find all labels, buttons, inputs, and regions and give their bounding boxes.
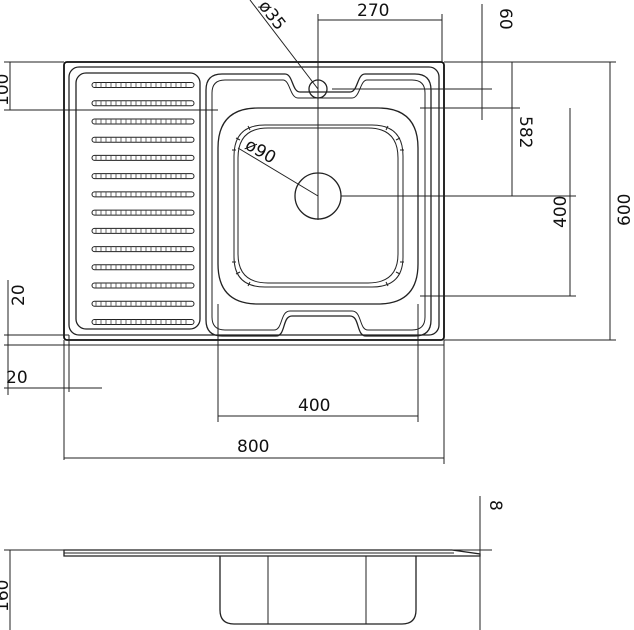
bowl-inner-rim [211,79,426,331]
side-bowl [219,556,417,625]
drainboard-groove [91,100,195,107]
dim-drain-diameter-label: ø90 [242,135,280,168]
dim-bowl-height-side-label: 160 [0,580,13,612]
dim-hole-offset-label: 270 [357,1,389,21]
top-view-dimensions: ø35 270 60 100 582 ø90 400 600 [0,0,634,464]
dim-top-margin-label: 100 [0,74,13,106]
drainboard-groove [91,82,195,88]
dim-rim-thickness-label: 8 [485,500,505,511]
sink-deck-edge [68,66,440,336]
drainboard-groove [91,136,195,143]
dim-overall-width-label: 800 [237,437,269,457]
bowl-basin-floor [237,127,399,284]
bowl-basin-outer [217,107,419,305]
dim-overall-depth-label: 600 [615,194,634,226]
dim-bottom-margin-label: 20 [9,284,29,306]
dim-hole-diameter-label: ø35 [254,0,289,34]
drainboard-groove [91,209,195,216]
dim-hole-setback-label: 60 [495,8,515,30]
drainboard-groove [91,191,195,198]
drainboard-groove [91,154,195,161]
bowl-corner-shading [232,125,404,287]
sink-top-view [63,61,445,341]
drainboard-grooves [91,82,195,325]
bowl-outer-rim [205,73,432,337]
drainboard-groove [91,173,195,180]
drainboard-groove [91,319,195,325]
drainboard-groove [91,300,195,307]
sink-side-view [63,549,481,625]
drainboard-groove [91,282,195,289]
drainboard-groove [91,246,195,253]
drainboard-groove [91,227,195,234]
sink-outline [63,61,445,341]
drainboard-groove [91,118,195,125]
side-view-dimensions: 8 160 [0,496,505,630]
drainboard-groove [91,264,195,271]
dim-side-margin-label: 20 [6,368,28,388]
dim-bowl-width-label: 400 [298,396,330,416]
dim-bowl-depth-total-label: 582 [515,116,535,148]
dim-bowl-height-label: 400 [551,196,571,228]
bowl-basin-inner [233,124,404,288]
drainboard-panel [75,72,201,330]
